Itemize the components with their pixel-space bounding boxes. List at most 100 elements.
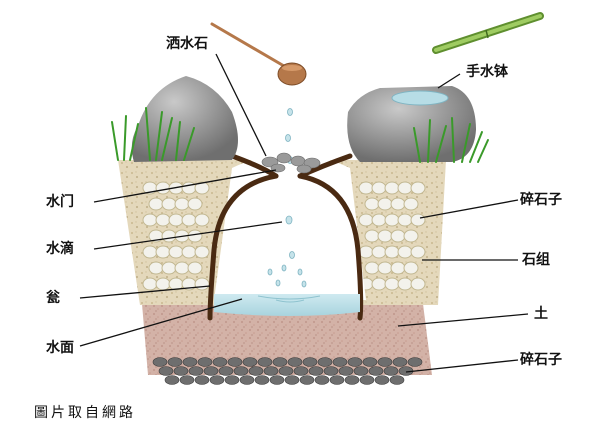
pebble [197, 357, 213, 367]
pebble [314, 375, 330, 385]
cobble-stone [384, 213, 400, 227]
pebble [269, 375, 285, 385]
pebble [212, 357, 228, 367]
label-jar: 瓮 [46, 290, 60, 306]
pebble [263, 366, 279, 376]
pebble [272, 357, 288, 367]
pebble [302, 357, 318, 367]
cobble-stone [384, 277, 400, 291]
cobble-stone [390, 197, 406, 211]
cobble-stone [397, 181, 413, 195]
cobble-stone [390, 229, 406, 243]
label-surface: 水面 [46, 340, 74, 356]
cobble-stone [358, 181, 374, 195]
pebble [242, 357, 258, 367]
water-basin-stone [347, 86, 476, 162]
pebble [368, 366, 384, 376]
pebble [353, 366, 369, 376]
cobble-stone [410, 245, 426, 259]
cobble-stone [358, 245, 374, 259]
pebble [164, 375, 180, 385]
pebble [167, 357, 183, 367]
cobble-stone [155, 277, 171, 291]
cobble-stone [148, 197, 164, 211]
cobble-stone [410, 213, 426, 227]
leader-lines [79, 53, 529, 373]
cobble-stone [397, 245, 413, 259]
label-gravel-top: 碎石子 [520, 192, 562, 208]
cobble-stone [187, 229, 203, 243]
cobble-stone [155, 181, 171, 195]
pebble [188, 366, 204, 376]
cobble-stone [410, 277, 426, 291]
pebble [209, 375, 225, 385]
cobble-stone [371, 181, 387, 195]
pebble [299, 375, 315, 385]
pebble [218, 366, 234, 376]
pebble [374, 375, 390, 385]
pebble [224, 375, 240, 385]
cobble-stone [155, 245, 171, 259]
cobble-stone [181, 213, 197, 227]
cobble-stone [142, 245, 158, 259]
cobble-stone [377, 261, 393, 275]
cobble-stone [364, 261, 380, 275]
pebble [203, 366, 219, 376]
cobble-stone [364, 229, 380, 243]
cobble-stone [403, 261, 419, 275]
pebble [389, 375, 405, 385]
pebble [317, 357, 333, 367]
water-pool [214, 294, 360, 316]
cobble-stone [168, 245, 184, 259]
label-gravel-bottom: 碎石子 [520, 352, 562, 368]
label-soil: 土 [534, 306, 548, 322]
cobble-stone [174, 197, 190, 211]
basin-water [391, 90, 449, 106]
pebble [377, 357, 393, 367]
grass [111, 107, 489, 163]
cobble-stone [371, 245, 387, 259]
pebble [407, 357, 423, 367]
pebble [392, 357, 408, 367]
cobble-stone [187, 261, 203, 275]
pebble [233, 366, 249, 376]
cobble-stone [194, 277, 210, 291]
cobble-stone [410, 181, 426, 195]
ladle [210, 22, 307, 86]
pebble [182, 357, 198, 367]
cobble-stone [194, 245, 210, 259]
label-basin: 手水钵 [466, 64, 508, 80]
pebble [179, 375, 195, 385]
cobble-stone [377, 229, 393, 243]
pebble [257, 357, 273, 367]
pebble [278, 366, 294, 376]
cobble-stone [397, 213, 413, 227]
pebble [359, 375, 375, 385]
pebble [239, 375, 255, 385]
pebble [329, 375, 345, 385]
cobble-stone [142, 213, 158, 227]
pebble [152, 357, 168, 367]
pebble [293, 366, 309, 376]
label-ladle: 洒水石 [166, 36, 208, 52]
pebble [308, 366, 324, 376]
stone-cobbles [142, 181, 426, 291]
jar [207, 153, 366, 321]
pebble [284, 375, 300, 385]
jar-right-wall [297, 173, 364, 321]
cobble-stone [174, 261, 190, 275]
cobble-stone [358, 213, 374, 227]
cobble-stone [187, 197, 203, 211]
label-drops: 水滴 [46, 241, 74, 257]
cobble-stone [142, 277, 158, 291]
cobble-stone [155, 213, 171, 227]
pebble [254, 375, 270, 385]
pebble [227, 357, 243, 367]
cobble-stone [371, 213, 387, 227]
cobble-stone [403, 197, 419, 211]
pebble [194, 375, 210, 385]
jar-left-wall [207, 173, 279, 321]
cobble-stone [194, 213, 210, 227]
cobble-stone [384, 245, 400, 259]
pebble [383, 366, 399, 376]
